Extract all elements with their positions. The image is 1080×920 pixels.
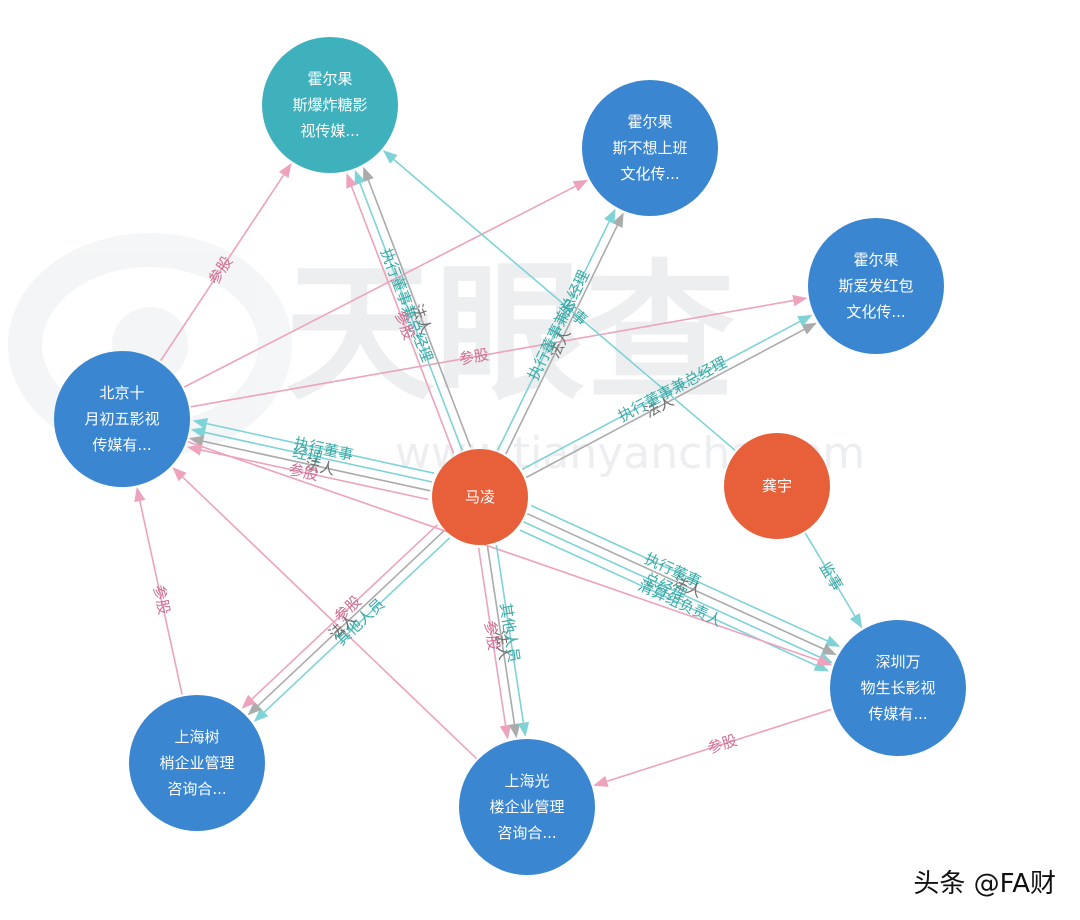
nodes-layer: 马凌龚宇霍尔果斯爆炸糖影视传媒...霍尔果斯不想上班文化传...霍尔果斯爱发红包… (54, 37, 966, 875)
node-circle[interactable] (724, 433, 830, 539)
edge-ma_ling-to-buxiang (505, 212, 624, 455)
node-circle[interactable] (830, 620, 966, 756)
node-baozha[interactable]: 霍尔果斯爆炸糖影视传媒... (262, 37, 398, 173)
node-guanglou[interactable]: 上海光楼企业管理咨询合... (459, 739, 595, 875)
edge-ma_ling-to-beijing (190, 426, 433, 483)
node-buxiang[interactable]: 霍尔果斯不想上班文化传... (582, 80, 718, 216)
source-credit: 头条 @FA财 (913, 869, 1056, 899)
edge-shushao-to-beijing (134, 486, 183, 695)
edge-ma_ling-to-shenzhen (523, 521, 833, 664)
edge-ma_ling-to-beijing (192, 418, 435, 474)
edge-shenzhen-to-guanglou (593, 708, 832, 787)
node-label-line: 霍尔果 (307, 70, 352, 88)
node-circle[interactable] (432, 449, 528, 545)
node-beijing[interactable]: 北京十月初五影视传媒有... (54, 351, 190, 487)
node-label-line: 龚宇 (762, 477, 792, 495)
edge-gong_yu-to-baozha (382, 150, 736, 451)
node-label-line: 深圳万 (875, 653, 920, 671)
node-label-line: 北京十 (99, 384, 144, 402)
node-circle[interactable] (54, 351, 190, 487)
node-label-line: 霍尔果 (853, 251, 898, 269)
edge-ma_ling-to-shushao (253, 537, 451, 722)
node-label-line: 梢企业管理 (159, 754, 234, 772)
node-label-line: 视传媒... (300, 122, 359, 140)
edge-label: 参股 (705, 731, 739, 757)
node-label-line: 霍尔果 (627, 113, 672, 131)
edge-ma_ling-to-beijing (188, 435, 431, 492)
node-circle[interactable] (262, 37, 398, 173)
edge-ma_ling-to-shenzhen (526, 512, 837, 656)
node-label-line: 月初五影视 (84, 410, 159, 428)
node-label-line: 文化传... (620, 165, 679, 183)
edge-label: 参股 (287, 460, 320, 484)
edge-label: 法人 (303, 455, 336, 479)
node-ma_ling[interactable]: 马凌 (432, 449, 528, 545)
node-label-line: 斯不想上班 (612, 139, 687, 157)
node-label-line: 马凌 (465, 488, 495, 506)
edge-beijing-to-baozha (160, 162, 292, 362)
edge-ma_ling-to-aifa (525, 322, 817, 479)
edge-beijing-to-aifa (190, 294, 808, 408)
node-label-line: 传媒有... (92, 436, 151, 454)
node-label-line: 咨询合... (497, 824, 556, 842)
edge-ma_ling-to-guanglou (477, 547, 512, 740)
edge-ma_ling-to-baozha (346, 173, 455, 454)
edge-ma_ling-to-shenzhen (530, 504, 841, 647)
node-label-line: 上海光 (504, 772, 549, 790)
edge-ma_ling-to-shenzhen (519, 529, 830, 672)
node-label-line: 文化传... (846, 303, 905, 321)
edge-ma_ling-to-shushao (241, 524, 438, 709)
node-shenzhen[interactable]: 深圳万物生长影视传媒有... (830, 620, 966, 756)
edge-label: 参股 (458, 345, 491, 368)
edge-label: 参股 (481, 619, 503, 651)
node-circle[interactable] (459, 739, 595, 875)
edge-ma_ling-to-guanglou (486, 546, 521, 739)
node-gong_yu[interactable]: 龚宇 (724, 433, 830, 539)
edges-layer (134, 150, 863, 787)
edge-label: 经理 (291, 443, 324, 467)
node-label-line: 咨询合... (167, 780, 226, 798)
edge-ma_ling-to-shushao (247, 530, 445, 716)
edge-ma_ling-to-baozha (363, 166, 472, 448)
edge-label: 参股 (149, 583, 173, 616)
node-label-line: 斯爱发红包 (838, 277, 913, 295)
node-label-line: 物生长影视 (860, 679, 935, 697)
node-label-line: 上海树 (174, 728, 219, 746)
node-circle[interactable] (582, 80, 718, 216)
edge-label: 法人 (491, 629, 513, 661)
node-aifa[interactable]: 霍尔果斯爱发红包文化传... (808, 218, 944, 354)
node-label-line: 斯爆炸糖影 (292, 96, 367, 114)
node-label-line: 楼企业管理 (489, 798, 564, 816)
node-circle[interactable] (808, 218, 944, 354)
edge-ma_ling-to-guanglou (495, 544, 530, 737)
edge-ma_ling-to-baozha (354, 169, 463, 451)
edge-gong_yu-to-shenzhen (804, 532, 863, 629)
watermark-brand: 天眼查 (285, 247, 735, 421)
node-label-line: 传媒有... (868, 705, 927, 723)
node-shushao[interactable]: 上海树梢企业管理咨询合... (129, 695, 265, 831)
edge-guanglou-to-beijing (172, 467, 478, 760)
edge-ma_ling-to-buxiang (497, 208, 616, 451)
edge-beijing-to-buxiang (183, 179, 589, 388)
edge-beijing-to-shenzhen (187, 441, 833, 666)
edge-label: 监事 (816, 559, 847, 594)
node-circle[interactable] (129, 695, 265, 831)
